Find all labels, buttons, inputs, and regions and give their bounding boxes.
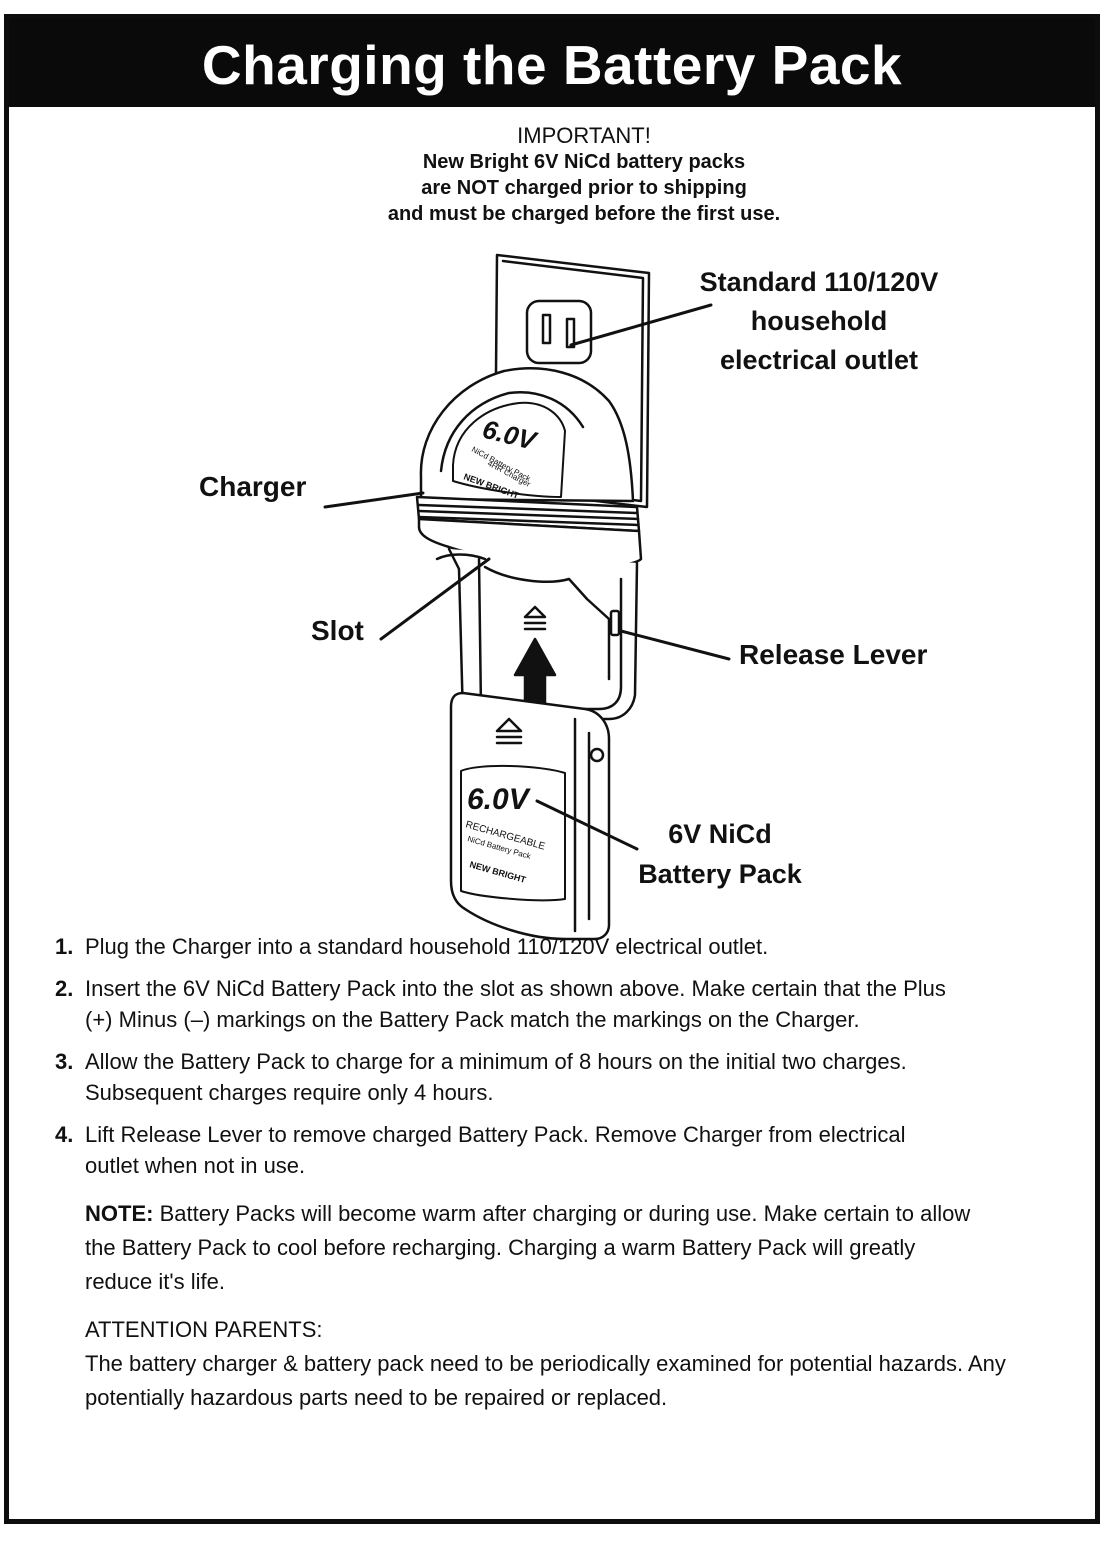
outlet-callout-line: Standard 110/120V bbox=[699, 267, 939, 297]
outlet-callout: Standard 110/120V household electrical o… bbox=[669, 263, 969, 380]
step-text: Plug the Charger into a standard househo… bbox=[85, 934, 769, 959]
charger-label-panel bbox=[452, 401, 566, 498]
step-item: 3. Allow the Battery Pack to charge for … bbox=[55, 1046, 925, 1108]
step-item: 2. Insert the 6V NiCd Battery Pack into … bbox=[55, 973, 965, 1035]
important-line: are NOT charged prior to shipping bbox=[421, 177, 747, 199]
attention-parents: ATTENTION PARENTS: The battery charger &… bbox=[85, 1313, 1045, 1415]
battery-voltage: 6.0V bbox=[467, 783, 532, 816]
note-text: Battery Packs will become warm after cha… bbox=[85, 1201, 971, 1294]
step-number: 2. bbox=[55, 976, 74, 1001]
release-lever-callout: Release Lever bbox=[739, 639, 928, 670]
important-notice: IMPORTANT! New Bright 6V NiCd battery pa… bbox=[239, 123, 929, 227]
step-number: 1. bbox=[55, 934, 74, 959]
instruction-sheet: Charging the Battery Pack IMPORTANT! New… bbox=[4, 14, 1100, 1524]
attention-heading: ATTENTION PARENTS: bbox=[85, 1317, 323, 1342]
note-label: NOTE: bbox=[85, 1201, 154, 1226]
instruction-steps: 1. Plug the Charger into a standard hous… bbox=[55, 931, 1055, 1415]
outlet-callout-line: household bbox=[750, 306, 888, 336]
important-line: New Bright 6V NiCd battery packs bbox=[422, 151, 746, 173]
battery-pack-icon bbox=[449, 691, 611, 941]
battery-callout-line: Battery Pack bbox=[638, 859, 802, 889]
charger-diagram: 6.0V NiCd Battery Pack 4HR Charger NEW B… bbox=[323, 253, 731, 941]
step-text: Insert the 6V NiCd Battery Pack into the… bbox=[85, 976, 946, 1032]
title-bar: Charging the Battery Pack bbox=[9, 19, 1095, 107]
important-line: and must be charged before the first use… bbox=[387, 203, 781, 225]
battery-pack-callout: 6V NiCd Battery Pack bbox=[625, 814, 815, 894]
step-number: 4. bbox=[55, 1122, 74, 1147]
callout-lines bbox=[323, 303, 731, 851]
battery-callout-line: 6V NiCd bbox=[668, 819, 772, 849]
step-text: Allow the Battery Pack to charge for a m… bbox=[85, 1049, 907, 1105]
outlet-callout-line: electrical outlet bbox=[719, 345, 919, 375]
charger-callout: Charger bbox=[199, 471, 307, 502]
step-number: 3. bbox=[55, 1049, 74, 1074]
slot-callout: Slot bbox=[311, 615, 364, 646]
charger-icon bbox=[415, 367, 643, 721]
important-heading: IMPORTANT! bbox=[517, 123, 651, 148]
page-title: Charging the Battery Pack bbox=[201, 34, 903, 96]
step-text: Lift Release Lever to remove charged Bat… bbox=[85, 1122, 906, 1178]
note-paragraph: NOTE: Battery Packs will become warm aft… bbox=[85, 1197, 985, 1299]
step-item: 4. Lift Release Lever to remove charged … bbox=[55, 1119, 915, 1181]
attention-text: The battery charger & battery pack need … bbox=[85, 1351, 1006, 1410]
step-item: 1. Plug the Charger into a standard hous… bbox=[55, 931, 1055, 962]
